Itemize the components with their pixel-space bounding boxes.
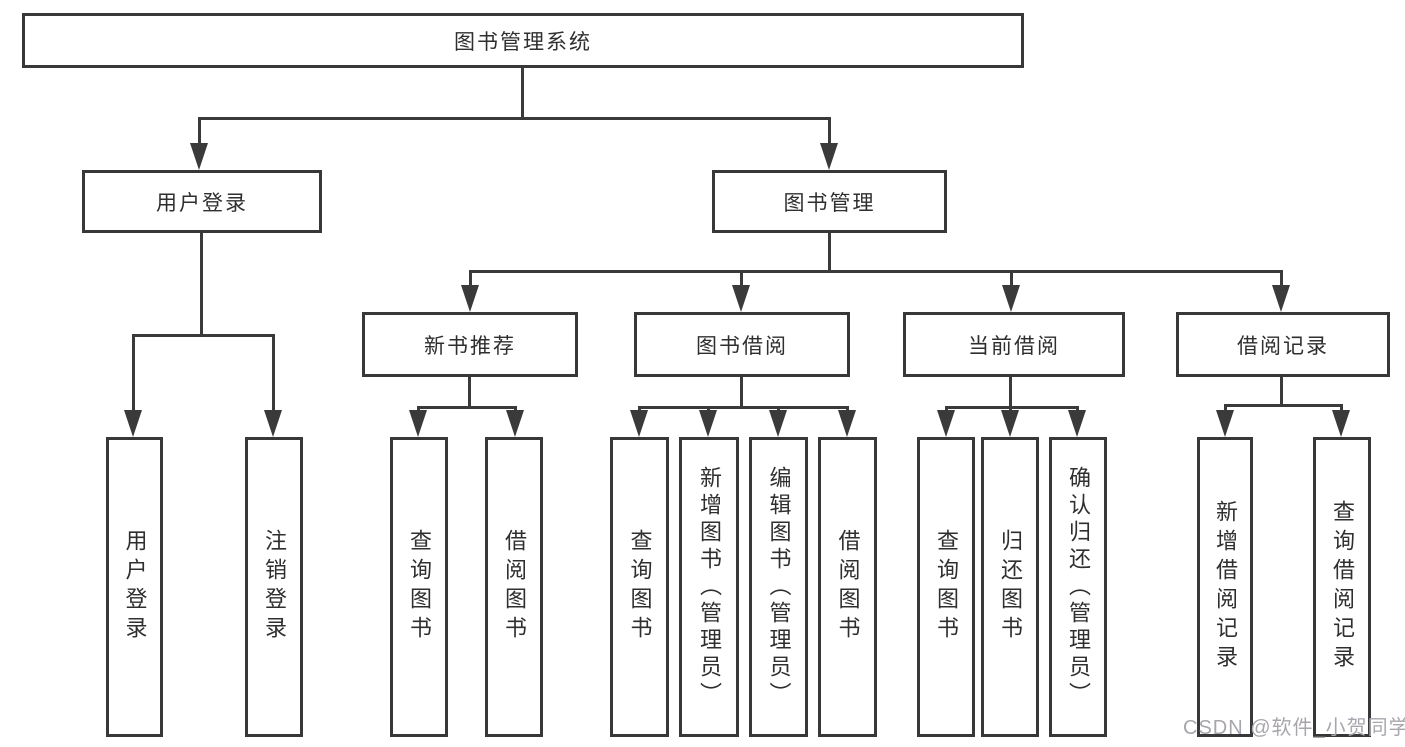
arrow-down-icon [630,410,648,437]
arrow-down-icon [1216,410,1234,437]
node-new-book-recommend: 新书推荐 [362,312,578,377]
leaf-borrowing-borrow-books: 借阅图书 [818,437,877,737]
arrow-down-icon [838,410,856,437]
arrow-down-icon [124,410,142,437]
node-borrowing-records: 借阅记录 [1176,312,1390,377]
leaf-current-confirm-return-admin: 确认归还（管理员） [1049,437,1107,737]
node-user-login: 用户登录 [82,170,322,233]
leaf-current-return-books: 归还图书 [981,437,1039,737]
arrow-down-icon [1001,410,1019,437]
arrow-down-icon [506,410,524,437]
connector-userlogin-stem [200,233,203,335]
connector-stem [740,377,743,408]
arrow-down-icon [264,410,282,437]
connector-stem [1224,404,1227,414]
connector-stem [1009,377,1012,408]
connector-stem [1280,377,1283,406]
connector-root-stem [521,68,524,118]
arrow-down-icon [820,143,838,170]
connector-stem [132,334,135,413]
leaf-borrowing-edit-books-admin: 编辑图书（管理员） [749,437,808,737]
leaf-borrowing-add-books-admin: 新增图书（管理员） [679,437,739,737]
node-book-management: 图书管理 [712,170,947,233]
leaf-current-query-books: 查询图书 [917,437,975,737]
node-current-borrowing: 当前借阅 [903,312,1125,377]
connector-stem [468,377,471,408]
connector-stem [198,117,201,147]
connector-bookmgmt-stem [828,233,831,271]
leaf-recommend-borrow-books: 借阅图书 [485,437,543,737]
leaf-recommend-query-books: 查询图书 [390,437,448,737]
connector-stem [272,334,275,413]
arrow-down-icon [1068,410,1086,437]
connector-level1-rail [199,117,831,120]
connector-stem [1010,270,1013,288]
connector-userlogin-rail [133,334,275,337]
arrow-down-icon [409,410,427,437]
connector-level2-rail [469,270,1283,273]
leaf-records-add-record: 新增借阅记录 [1197,437,1253,737]
node-library-system: 图书管理系统 [22,13,1024,68]
connector-rail [638,406,849,409]
arrow-down-icon [1002,285,1020,312]
connector-stem [740,270,743,288]
arrow-down-icon [937,410,955,437]
connector-rail [417,406,517,409]
connector-stem [1340,404,1343,414]
leaf-user-login: 用户登录 [106,437,163,737]
connector-rail [1224,404,1343,407]
arrow-down-icon [732,285,750,312]
connector-stem [828,117,831,147]
leaf-borrowing-query-books: 查询图书 [610,437,669,737]
leaf-logout: 注销登录 [245,437,303,737]
connector-stem [1280,270,1283,288]
arrow-down-icon [190,143,208,170]
arrow-down-icon [769,410,787,437]
node-book-borrowing: 图书借阅 [634,312,850,377]
leaf-records-query-record: 查询借阅记录 [1313,437,1371,737]
connector-rail [945,406,1079,409]
arrow-down-icon [699,410,717,437]
arrow-down-icon [1332,410,1350,437]
arrow-down-icon [1272,285,1290,312]
connector-stem [469,270,472,288]
arrow-down-icon [461,285,479,312]
csdn-watermark: CSDN @软件_小贺同学 [1183,717,1405,739]
